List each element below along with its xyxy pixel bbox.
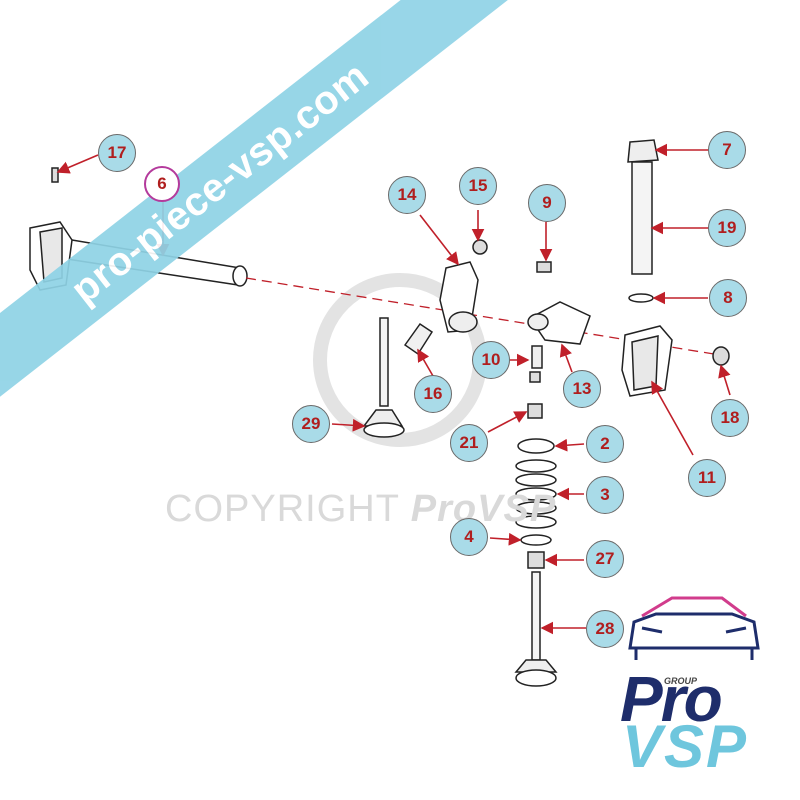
- callout-16[interactable]: 16: [414, 375, 452, 413]
- callout-2[interactable]: 2: [586, 425, 624, 463]
- rocker-arm-exhaust: [527, 261, 591, 383]
- callout-29[interactable]: 29: [292, 405, 330, 443]
- shaft-support: [621, 139, 730, 397]
- callout-13[interactable]: 13: [563, 370, 601, 408]
- logo-vsp-text: VSP: [622, 713, 749, 780]
- logo-group-text: GROUP: [664, 676, 698, 686]
- callout-6[interactable]: 6: [144, 166, 180, 202]
- callout-15[interactable]: 15: [459, 167, 497, 205]
- callout-3[interactable]: 3: [586, 476, 624, 514]
- callout-4[interactable]: 4: [450, 518, 488, 556]
- valve-spring-assembly: [514, 403, 558, 687]
- rocker-arm-intake: [439, 239, 488, 333]
- valve-29: [362, 317, 434, 438]
- provsp-logo: GROUP Pro VSP: [612, 588, 772, 780]
- callout-19[interactable]: 19: [708, 209, 746, 247]
- callout-14[interactable]: 14: [388, 176, 426, 214]
- callout-21[interactable]: 21: [450, 424, 488, 462]
- callout-18[interactable]: 18: [711, 399, 749, 437]
- callout-27[interactable]: 27: [586, 540, 624, 578]
- callout-9[interactable]: 9: [528, 184, 566, 222]
- copyright-prefix: COPYRIGHT: [165, 488, 400, 530]
- callout-17[interactable]: 17: [98, 134, 136, 172]
- copyright-watermark: COPYRIGHT ProVSP: [165, 488, 556, 531]
- callout-11[interactable]: 11: [688, 459, 726, 497]
- callout-10[interactable]: 10: [472, 341, 510, 379]
- car-outline-icon: [628, 596, 760, 660]
- callout-8[interactable]: 8: [709, 279, 747, 317]
- logo-pro-text: Pro: [620, 663, 723, 735]
- copyright-brand: ProVSP: [410, 488, 557, 530]
- callout-7[interactable]: 7: [708, 131, 746, 169]
